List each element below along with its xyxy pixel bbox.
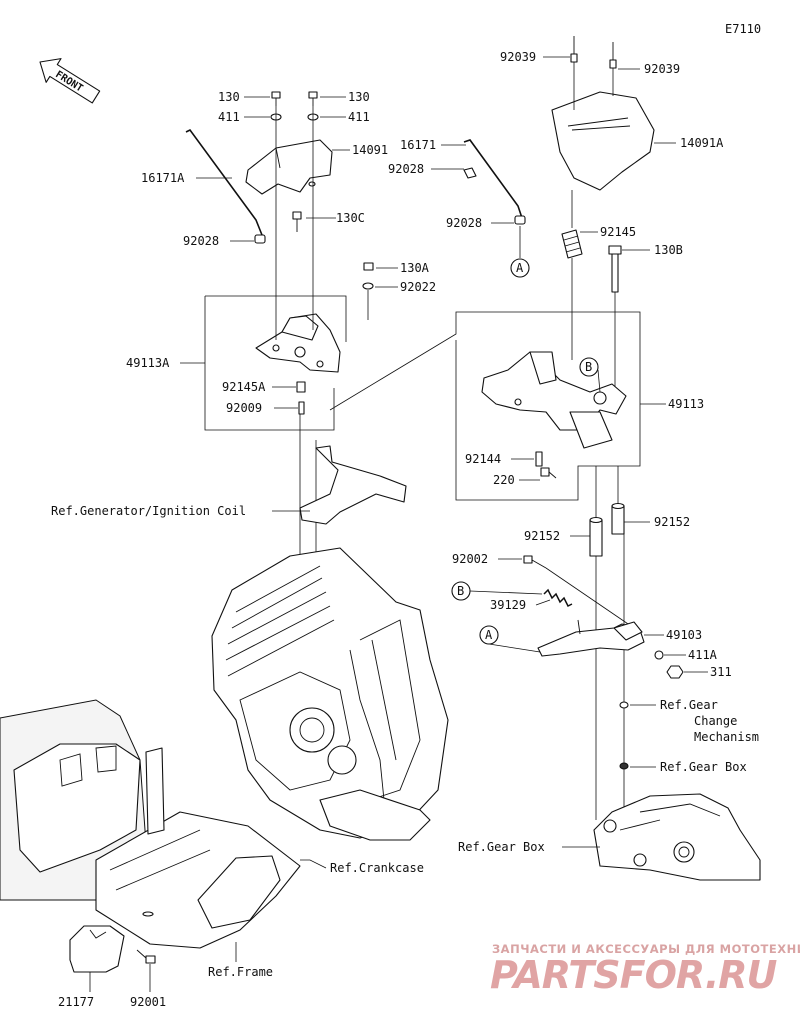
label-92022: 92022 (400, 280, 436, 294)
screw-92009 (298, 401, 305, 415)
label-49103: 49103 (666, 628, 702, 642)
engine-crankcase (211, 547, 449, 841)
label-411-right: 411 (348, 110, 370, 124)
relay-21177 (69, 925, 125, 973)
label-411-left: 411 (218, 110, 240, 124)
washer-411A (654, 650, 664, 660)
tube-92152-left (589, 516, 603, 557)
pin-92039-left (570, 36, 578, 63)
label-92001: 92001 (130, 995, 166, 1009)
diagram-code: E7110 (725, 22, 761, 36)
label-92145: 92145 (600, 225, 636, 239)
label-16171: 16171 (400, 138, 436, 152)
bracket-49113A (255, 313, 341, 373)
ref-gear-change-1: Ref.Gear (660, 698, 718, 712)
pin-92002 (523, 555, 547, 569)
label-130-left: 130 (218, 90, 240, 104)
front-arrow-icon: FRONT (39, 58, 101, 104)
label-92039-right: 92039 (644, 62, 680, 76)
washer-92022 (362, 282, 374, 290)
frame (0, 699, 301, 949)
ref-gear-box-right: Ref.Gear Box (660, 760, 747, 774)
label-92028-left: 92028 (183, 234, 219, 248)
bolt-130A (363, 262, 374, 271)
pin-92039-right (609, 42, 617, 69)
bolt-92001 (136, 949, 156, 964)
watermark-tagline: ЗАПЧАСТИ И АКСЕССУАРЫ ДЛЯ МОТОТЕХНИКИ (492, 942, 800, 956)
ref-frame: Ref.Frame (208, 965, 273, 979)
marker-A-top: A (510, 226, 530, 278)
label-220: 220 (493, 473, 515, 487)
clip-92028-left (254, 234, 266, 244)
label-311: 311 (710, 665, 732, 679)
spring-92145A (296, 381, 306, 393)
label-92002: 92002 (452, 552, 488, 566)
ref-crankcase: Ref.Crankcase (330, 861, 424, 875)
marker-B-top: B (579, 357, 601, 393)
ref-generator: Ref.Generator/Ignition Coil (51, 504, 246, 518)
marker-B-bottom: B (451, 581, 543, 601)
label-92028-right: 92028 (446, 216, 482, 230)
label-21177: 21177 (58, 995, 94, 1009)
ref-gear-box-left: Ref.Gear Box (458, 840, 545, 854)
label-92152-left: 92152 (524, 529, 560, 543)
bolt-130-right (308, 91, 318, 106)
label-92152-right: 92152 (654, 515, 690, 529)
screw-92144 (535, 451, 543, 467)
cover-14091 (245, 139, 333, 195)
watermark-logo: PARTSFOR.RU (490, 953, 778, 997)
label-411A: 411A (688, 648, 718, 662)
label-92144: 92144 (465, 452, 501, 466)
svg-text:B: B (457, 584, 464, 598)
label-130B: 130B (654, 243, 683, 257)
bolt-130-left (271, 91, 281, 106)
clip-92028-right (514, 215, 526, 225)
label-14091A: 14091A (680, 136, 724, 150)
bracket-49113 (481, 351, 627, 449)
label-39129: 39129 (490, 598, 526, 612)
generator-bracket (299, 445, 407, 525)
label-130A: 130A (400, 261, 430, 275)
rod-16171 (463, 139, 523, 219)
label-49113: 49113 (668, 397, 704, 411)
lever-49103 (537, 619, 645, 657)
label-92028-center: 92028 (388, 162, 424, 176)
svg-text:B: B (585, 360, 592, 374)
bolt-220 (540, 467, 557, 479)
clip-92028-center (463, 167, 477, 179)
bolt-130C (292, 211, 302, 220)
label-49113A: 49113A (126, 356, 170, 370)
rod-16171A (185, 128, 263, 236)
tube-92152-right (611, 502, 625, 535)
marker-A-bottom: A (479, 625, 541, 653)
nut-311 (666, 665, 684, 679)
spring-39129 (543, 588, 573, 608)
label-92009: 92009 (226, 401, 262, 415)
label-92145A: 92145A (222, 380, 266, 394)
label-14091: 14091 (352, 143, 388, 157)
svg-text:A: A (516, 261, 524, 275)
label-130C: 130C (336, 211, 365, 225)
gear-box (593, 793, 761, 881)
ref-gear-change-2: Change (694, 714, 737, 728)
svg-text:A: A (485, 628, 493, 642)
label-92039-left: 92039 (500, 50, 536, 64)
cover-14091A (551, 91, 655, 191)
ref-gear-change-3: Mechanism (694, 730, 759, 744)
bolt-130B (608, 245, 622, 293)
label-16171A: 16171A (141, 171, 185, 185)
label-130-right: 130 (348, 90, 370, 104)
